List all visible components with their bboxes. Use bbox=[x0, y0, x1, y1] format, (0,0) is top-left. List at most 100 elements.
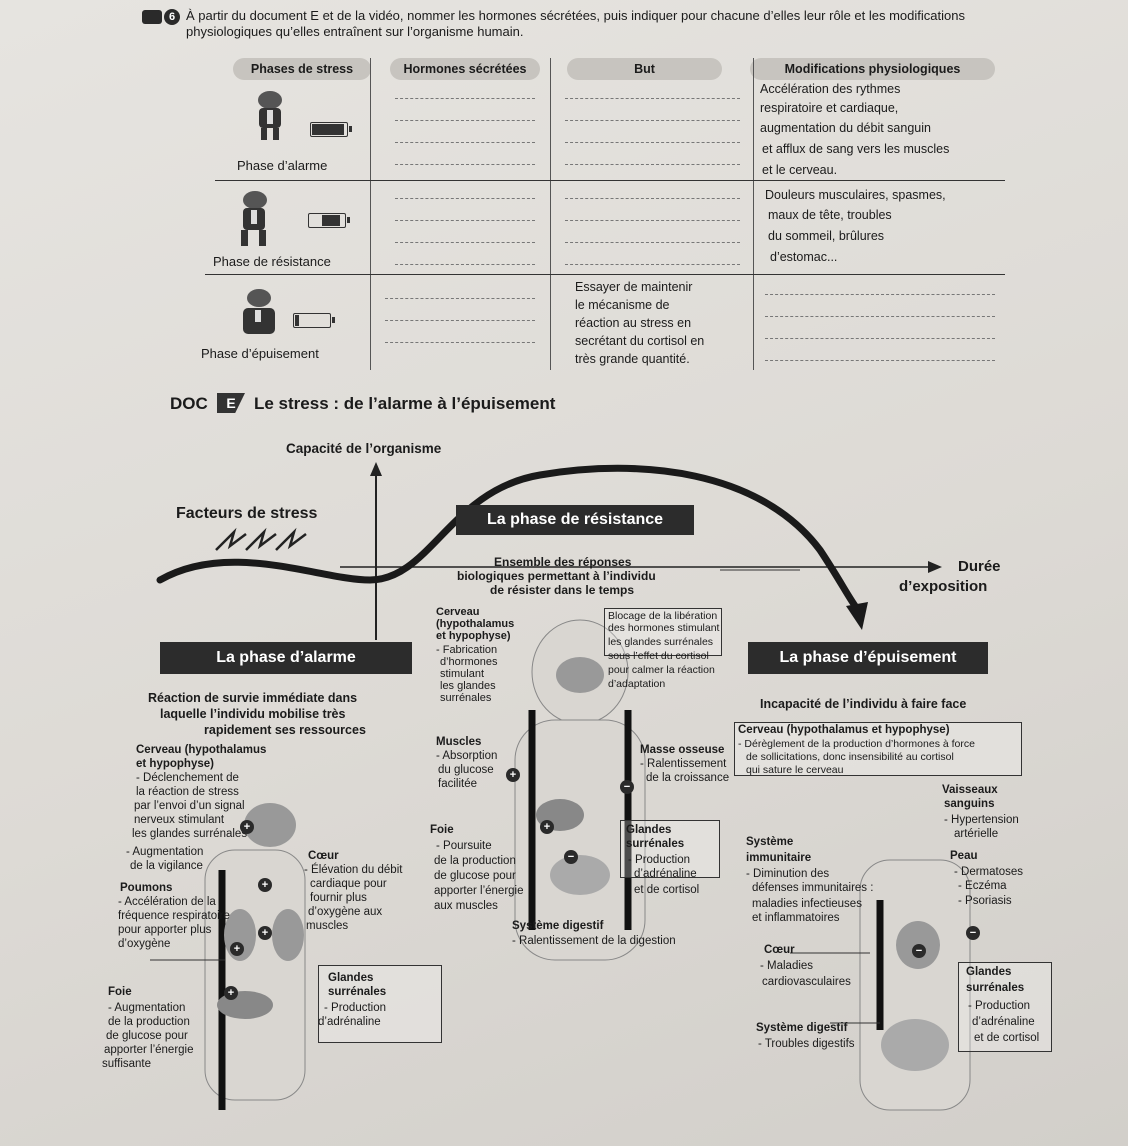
alarme-glandes-box bbox=[318, 965, 442, 1043]
alarme-cerveau-text: les glandes surrénales bbox=[132, 828, 248, 840]
alarme-foie-text: suffisante bbox=[102, 1058, 152, 1070]
epu-glandes-title: surrénales bbox=[966, 982, 1025, 994]
alarme-foie-text: apporter l’énergie bbox=[104, 1044, 194, 1056]
doc-label: DOC bbox=[170, 394, 208, 413]
epu-glandes-text: et de cortisol bbox=[974, 1032, 1040, 1044]
epu-cerveau-text: de sollicitations, donc insensibilité au… bbox=[746, 751, 954, 763]
alarme-coeur-text: cardiaque pour bbox=[310, 878, 387, 890]
row-divider bbox=[215, 180, 1005, 181]
res-cerveau-text: les glandes bbox=[440, 680, 496, 692]
but-line: Essayer de maintenir bbox=[575, 280, 693, 294]
minus-sign: − bbox=[620, 780, 634, 794]
header-hormones: Hormones sécrétées bbox=[390, 58, 540, 80]
res-blocage: des hormones stimulant bbox=[608, 622, 720, 634]
epu-immunitaire-title: Système bbox=[746, 836, 794, 848]
res-muscles-text: - Absorption bbox=[436, 750, 498, 762]
plus-sign: + bbox=[224, 986, 238, 1000]
but-line: secrétant du cortisol en bbox=[575, 334, 705, 348]
alarme-cerveau-text: - Déclenchement de bbox=[136, 772, 239, 784]
alarme-coeur-text: - Élévation du débit bbox=[304, 864, 403, 876]
column-divider bbox=[370, 58, 371, 370]
stress-curve-diagram bbox=[150, 462, 971, 1111]
phase-alarme-label: Phase d’alarme bbox=[237, 158, 328, 173]
res-blocage: sous l’effet du cortisol bbox=[608, 650, 709, 662]
alarme-glandes-text: d’adrénaline bbox=[318, 1016, 381, 1028]
stress-phases-table: Phases de stress Hormones sécrétées But … bbox=[201, 58, 1005, 370]
but-line: très grande quantité. bbox=[575, 352, 690, 366]
res-foie-text: de la production bbox=[434, 855, 516, 867]
res-blocage: d’adaptation bbox=[608, 678, 666, 690]
alarme-cerveau-text: nerveux stimulant bbox=[134, 814, 225, 826]
res-blocage: Blocage de la libération bbox=[608, 610, 718, 622]
epu-immunitaire-text: - Diminution des bbox=[746, 868, 830, 880]
stressed-person-icon bbox=[258, 91, 282, 140]
row-divider bbox=[205, 274, 1005, 275]
alarme-foie-text: - Augmentation bbox=[108, 1002, 186, 1014]
res-masse-text: - Ralentissement bbox=[640, 758, 727, 770]
phase-resistance-box: La phase de résistance bbox=[456, 505, 694, 535]
res-muscles-text: facilitée bbox=[438, 778, 477, 790]
alarme-glandes-title: surrénales bbox=[328, 986, 387, 998]
res-foie-text: de glucose pour bbox=[434, 870, 516, 882]
epu-cerveau-box bbox=[734, 722, 1022, 776]
alarme-coeur-title: Cœur bbox=[308, 850, 339, 862]
res-muscles-title: Muscles bbox=[436, 736, 482, 748]
epu-peau-title: Peau bbox=[950, 850, 978, 862]
column-divider bbox=[753, 58, 754, 370]
epu-digestif-text: - Troubles digestifs bbox=[758, 1038, 855, 1050]
epu-digestif-title: Système digestif bbox=[756, 1022, 848, 1034]
doc-letter-badge: E bbox=[217, 393, 245, 413]
epu-vaisseaux-title: sanguins bbox=[944, 798, 995, 810]
plus-sign: + bbox=[540, 820, 554, 834]
res-cerveau-title: Cerveau bbox=[436, 606, 480, 618]
epu-vaisseaux-text: - Hypertension bbox=[944, 814, 1019, 826]
stress-factors-label: Facteurs de stress bbox=[176, 505, 318, 522]
modif-line: et afflux de sang vers les muscles bbox=[762, 142, 950, 156]
alarme-coeur-text: d’oxygène aux bbox=[308, 906, 383, 918]
plus-sign: + bbox=[258, 878, 272, 892]
epuisement-desc: Incapacité de l’individu à faire face bbox=[760, 697, 967, 711]
res-foie-text: aux muscles bbox=[434, 900, 498, 912]
epu-peau-text: - Psoriasis bbox=[958, 895, 1012, 907]
alarme-poumons-text: fréquence respiratoire bbox=[118, 910, 230, 922]
alarme-vigilance: de la vigilance bbox=[130, 860, 203, 872]
alarme-desc: laquelle l’individu mobilise très bbox=[160, 707, 346, 721]
battery-half-icon bbox=[308, 213, 350, 228]
phase-epuisement-label: Phase d’épuisement bbox=[201, 346, 319, 361]
res-cerveau-title: et hypophyse) bbox=[436, 630, 511, 642]
res-cerveau-text: - Fabrication bbox=[436, 644, 498, 656]
alarme-poumons-text: pour apporter plus bbox=[118, 924, 212, 936]
minus-sign: − bbox=[912, 944, 926, 958]
plus-sign: + bbox=[240, 820, 254, 834]
alarme-foie-text: de la production bbox=[108, 1016, 190, 1028]
doc-title: Le stress : de l’alarme à l’épuisement bbox=[254, 394, 556, 413]
alarme-cerveau-text: par l’envoi d’un signal bbox=[134, 800, 245, 812]
res-glandes-text: d’adrénaline bbox=[634, 868, 697, 880]
res-digestif-title: Système digestif bbox=[512, 920, 604, 932]
res-foie-text: apporter l’énergie bbox=[434, 885, 524, 897]
epu-coeur-title: Cœur bbox=[764, 944, 795, 956]
modif-line: respiratoire et cardiaque, bbox=[760, 101, 899, 115]
header-but: But bbox=[567, 58, 722, 80]
phase-epuisement-box: La phase d’épuisement bbox=[748, 642, 988, 674]
question-text: À partir du document E et de la vidéo, n… bbox=[186, 8, 965, 39]
tired-person-icon bbox=[241, 191, 267, 246]
epu-immunitaire-text: et inflammatoires bbox=[752, 912, 840, 924]
epu-glandes-text: d’adrénaline bbox=[972, 1016, 1035, 1028]
alarme-cerveau-title: Cerveau (hypothalamus bbox=[136, 744, 267, 756]
modif-line: Accélération des rythmes bbox=[760, 82, 901, 96]
epu-cerveau-title: Cerveau (hypothalamus et hypophyse) bbox=[738, 724, 950, 736]
battery-full-icon bbox=[310, 122, 352, 137]
but-line: le mécanisme de bbox=[575, 298, 670, 312]
epu-immunitaire-title: immunitaire bbox=[746, 852, 812, 864]
plus-sign: + bbox=[230, 942, 244, 956]
modif-line: du sommeil, brûlures bbox=[768, 229, 885, 243]
res-glandes-title: Glandes bbox=[626, 824, 672, 836]
res-masse-title: Masse osseuse bbox=[640, 744, 725, 756]
alarme-glandes-title: Glandes bbox=[328, 972, 374, 984]
modif-line: et le cerveau. bbox=[762, 163, 838, 177]
header-modifications: Modifications physiologiques bbox=[750, 58, 995, 80]
epu-glandes-title: Glandes bbox=[966, 966, 1012, 978]
modif-line: d’estomac... bbox=[770, 250, 838, 264]
epu-coeur-text: - Maladies bbox=[760, 960, 814, 972]
